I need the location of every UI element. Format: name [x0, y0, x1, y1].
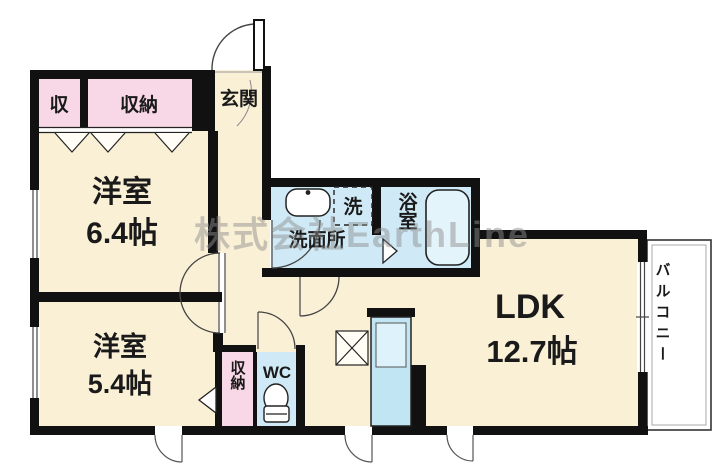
entrance-label: 玄関 — [220, 87, 258, 110]
ldk-label: LDK — [495, 288, 565, 326]
balcony-area — [646, 239, 712, 431]
bathroom-label: 浴室 — [396, 192, 418, 230]
balcony-inner-line — [651, 244, 707, 426]
bedroom-door-arc — [179, 252, 221, 334]
folding-door-chevron-icon — [54, 132, 90, 153]
sink-icon — [285, 188, 331, 217]
kitchen-counter-icon — [370, 316, 412, 427]
ldk-door-arc — [299, 276, 340, 317]
folding-door-chevron-icon — [154, 132, 190, 153]
bedroom-54-size: 5.4帖 — [88, 369, 153, 399]
washroom-door-arc — [271, 219, 321, 269]
folding-door-chevron-icon — [90, 132, 126, 153]
balcony-sliding-window — [636, 262, 649, 372]
closet-door-icon — [197, 385, 217, 415]
ldk-upper-floor — [471, 239, 647, 435]
bedroom-54-label: 洋室 — [93, 331, 147, 362]
ldk-size: 12.7帖 — [486, 334, 577, 369]
washing-machine-space-icon — [333, 186, 373, 226]
closet-main-area — [88, 79, 192, 127]
window-left-upper — [29, 190, 40, 258]
washroom-label: 洗面所 — [288, 228, 345, 251]
casement-window-bottom — [446, 426, 474, 462]
wc-label: WC — [263, 363, 291, 382]
washer-space-label: 洗 — [343, 195, 362, 218]
balcony-label: バルコニー — [654, 262, 671, 367]
refrigerator-space-icon — [335, 330, 369, 366]
bedroom-64-size: 6.4帖 — [86, 217, 158, 250]
closet-front-strip — [39, 127, 192, 133]
closet-lower-label: 収納 — [229, 359, 246, 391]
watermark-text: 株式会社EarthLine — [194, 214, 530, 255]
closet-lower-area — [222, 352, 253, 430]
closet-small-label: 収 — [49, 94, 69, 116]
closet-main-label: 収納 — [120, 93, 158, 116]
bedroom-64-label: 洋室 — [92, 175, 152, 209]
toilet-icon — [263, 383, 290, 423]
entrance-door-icon — [211, 19, 265, 127]
casement-window-bottom — [154, 426, 183, 463]
window-left-lower — [29, 327, 40, 398]
wc-door-arc — [256, 311, 296, 352]
bath-door-icon — [382, 237, 398, 265]
casement-window-bottom — [344, 426, 373, 463]
bathtub-icon — [425, 189, 470, 266]
closet-small-area — [39, 79, 80, 127]
